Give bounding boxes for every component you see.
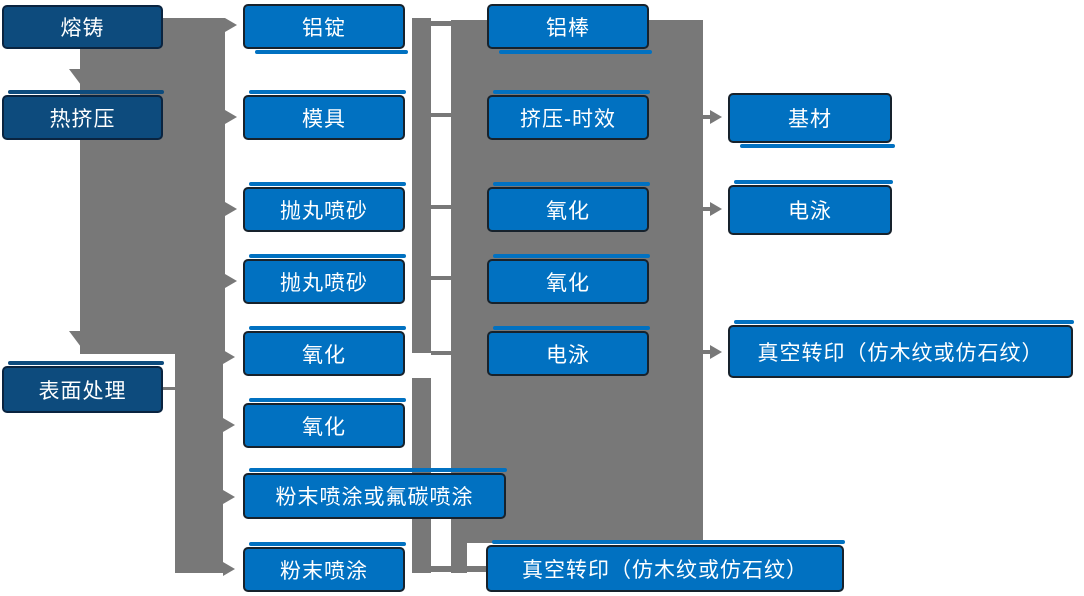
arrow-into-mold-icon (225, 110, 237, 124)
node-mold: 模具 (243, 90, 406, 140)
arrow-into-shot-blasting-1-icon (225, 202, 237, 216)
arrow-into-powder-coating-icon (223, 562, 235, 576)
node-aluminum-ingot: 铝锭 (243, 4, 408, 54)
arrow-into-powder-fluorocarbon-icon (223, 490, 235, 504)
node-hot-extrusion: 热挤压 (2, 90, 164, 140)
node-electrophoresis-2: 电泳 (728, 180, 893, 235)
node-melting: 熔铸 (2, 5, 163, 49)
connector-stub-row2 (431, 113, 451, 117)
connector-stub-substrate (703, 115, 711, 119)
node-shot-blasting-2: 抛丸喷砂 (243, 254, 406, 304)
arrow-into-oxidation-1-icon (223, 350, 235, 364)
node-oxidation-2: 氧化 (243, 398, 406, 448)
node-electrophoresis-1: 电泳 (487, 326, 650, 376)
connector-stub-row1 (431, 21, 451, 26)
arrow-into-aluminum-ingot-icon (225, 18, 237, 32)
node-substrate: 基材 (728, 93, 895, 148)
arrow-into-oxidation-2-icon (223, 418, 235, 432)
node-powder-coating: 粉末喷涂 (243, 542, 406, 592)
node-shot-blasting-1: 抛丸喷砂 (243, 182, 406, 232)
node-surface-treatment: 表面处理 (2, 361, 164, 413)
node-powder-or-fluorocarbon: 粉末喷涂或氟碳喷涂 (243, 468, 507, 519)
arrow-into-shot-blasting-2-icon (225, 274, 237, 288)
connector-stub-electro (703, 207, 711, 211)
connector-band-surface (175, 352, 223, 573)
connector-band-middle-upper (412, 18, 431, 353)
node-vacuum-transfer-2: 真空转印（仿木纹或仿石纹） (728, 320, 1074, 378)
arrow-into-vacuum-transfer-2-icon (710, 345, 722, 359)
arrow-down-melting-to-extrusion-icon (69, 69, 93, 85)
node-aluminum-rod: 铝棒 (487, 4, 652, 54)
connector-stub-row3 (431, 205, 451, 209)
connector-block-leg (451, 543, 467, 573)
connector-band-main (80, 18, 225, 354)
connector-stub-surface (163, 387, 177, 390)
node-oxidation-1: 氧化 (243, 326, 406, 376)
node-oxidation-4: 氧化 (487, 254, 650, 304)
connector-stub-vacuum-bottom (431, 566, 487, 572)
connector-stub-row4 (431, 276, 451, 280)
arrow-down-to-surface-treatment-icon (69, 331, 93, 347)
connector-stub-row5 (431, 351, 451, 355)
node-oxidation-3: 氧化 (487, 182, 650, 232)
arrow-into-electrophoresis-2-icon (710, 202, 722, 216)
arrow-into-substrate-icon (710, 110, 722, 124)
node-extrusion-aging: 挤压-时效 (487, 90, 650, 140)
node-vacuum-transfer-1: 真空转印（仿木纹或仿石纹） (486, 540, 845, 592)
connector-stub-vacuum-right (703, 350, 711, 354)
